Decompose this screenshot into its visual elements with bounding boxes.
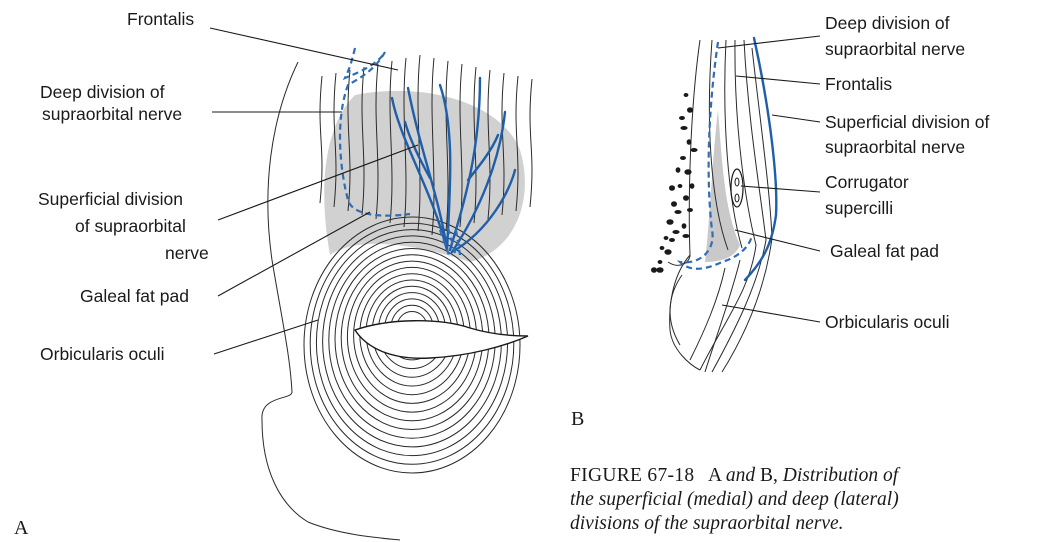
caption-text-line3: divisions of the supraorbital nerve. — [570, 513, 844, 534]
panel-b-label-deep-division-line1: Deep division of — [825, 13, 950, 33]
bone-fragment — [656, 267, 663, 273]
panel-b-label-corrugator-line2: supercilli — [825, 198, 893, 218]
panel-a-eye-opening — [355, 321, 528, 359]
bone-fragment — [687, 107, 693, 113]
figure-caption: FIGURE 67-18 A and B, Distribution of th… — [570, 464, 1037, 536]
caption-letter-b: B, — [760, 465, 778, 486]
bone-fragment — [674, 210, 681, 214]
caption-line-3: divisions of the supraorbital nerve. — [570, 512, 1037, 536]
panel-b-bone-fragments — [651, 93, 698, 273]
bone-fragment — [651, 267, 657, 273]
panel-b-label-frontalis: Frontalis — [825, 74, 892, 94]
panel-b-label-superficial-division-line2: supraorbital nerve — [825, 137, 965, 157]
bone-fragment — [672, 230, 679, 234]
bone-fragment — [679, 116, 685, 120]
caption-letter-a: A — [708, 465, 721, 486]
panel-b-corrugator — [731, 169, 743, 207]
bone-fragment — [680, 156, 686, 160]
bone-fragment — [664, 236, 669, 240]
bone-fragment — [680, 126, 687, 130]
panel-a-label-superficial-division-line1: Superficial division — [38, 189, 183, 209]
panel-a-label-deep-division-line1: Deep division of — [40, 82, 165, 102]
frontalis-fiber — [320, 76, 322, 203]
bone-fragment — [676, 167, 681, 173]
caption-and: and — [726, 465, 755, 486]
panel-a-letter: A — [14, 517, 29, 539]
caption-text-line2: the superficial (medial) and deep (later… — [570, 489, 899, 510]
bone-fragment — [658, 260, 663, 264]
caption-line-1: FIGURE 67-18 A and B, Distribution of — [570, 464, 1037, 488]
caption-figure-label: FIGURE 67-18 — [570, 465, 694, 486]
panel-b-illustration — [651, 38, 776, 372]
panel-a-label-superficial-division-line2: of supraorbital — [75, 216, 186, 236]
bone-fragment — [682, 223, 687, 229]
bone-fragment — [690, 148, 697, 152]
bone-fragment — [669, 238, 675, 242]
panel-a-label-orbicularis-oculi: Orbicularis oculi — [40, 344, 164, 364]
bone-fragment — [684, 169, 691, 175]
panel-a-label-deep-division-line2: supraorbital nerve — [42, 104, 182, 124]
bone-fragment — [683, 195, 689, 201]
bone-fragment — [687, 208, 693, 212]
bone-fragment — [682, 234, 689, 238]
bone-fragment — [690, 183, 695, 189]
panel-b-label-galeal-fat-pad: Galeal fat pad — [830, 241, 939, 261]
panel-b-label-orbicularis-oculi: Orbicularis oculi — [825, 312, 949, 332]
bone-fragment — [678, 184, 683, 188]
panel-a-label-galeal-fat-pad: Galeal fat pad — [80, 286, 189, 306]
bone-fragment — [666, 219, 673, 225]
bone-fragment — [687, 139, 692, 145]
frontalis-fiber — [530, 79, 532, 207]
bone-fragment — [660, 246, 665, 250]
bone-fragment — [664, 249, 671, 255]
panel-b-label-superficial-division-line1: Superficial division of — [825, 112, 990, 132]
panel-b-letter: B — [571, 408, 584, 430]
panel-b-label-corrugator-line1: Corrugator — [825, 172, 909, 192]
panel-a-label-frontalis: Frontalis — [127, 9, 194, 29]
bone-fragment — [684, 93, 689, 97]
bone-fragment — [671, 201, 677, 207]
panel-b-label-deep-division-line2: supraorbital nerve — [825, 39, 965, 59]
bone-fragment — [669, 185, 675, 191]
caption-distribution: Distribution of — [783, 465, 898, 486]
panel-a-label-superficial-division-line3: nerve — [165, 243, 209, 263]
panel-a-illustration — [262, 48, 532, 540]
caption-line-2: the superficial (medial) and deep (later… — [570, 488, 1037, 512]
